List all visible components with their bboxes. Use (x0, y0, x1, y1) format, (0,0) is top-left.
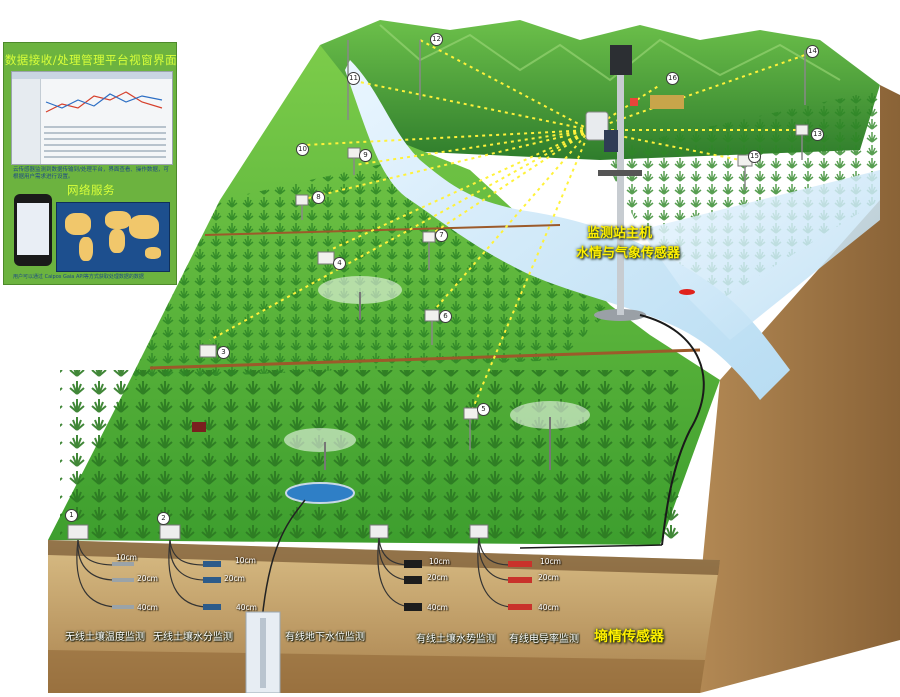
panel-title: 数据接收/处理管理平台视窗界面 (4, 53, 178, 67)
river (345, 60, 790, 400)
node-number: 7 (435, 229, 448, 242)
node-number: 4 (333, 257, 346, 270)
groundwater-well (245, 482, 355, 694)
depth-label: 40cm (538, 603, 559, 612)
node-number: 12 (430, 33, 443, 46)
panel-note: 云传感器监测到数据传输到/处理平台，界面查看、操作数据，可根据用户需求进行设置。 (13, 167, 169, 180)
node-number: 9 (359, 149, 372, 162)
node-number: 1 (65, 509, 78, 522)
node-number: 8 (312, 191, 325, 204)
depth-label: 40cm (427, 603, 448, 612)
depth-label: 20cm (427, 573, 448, 582)
soil-water-potential-label: 有线土壤水势监测 (416, 634, 496, 645)
station-host-label: 监测站主机 (587, 226, 653, 241)
depth-label: 10cm (116, 553, 137, 562)
node-number: 6 (439, 310, 452, 323)
depth-label: 10cm (235, 556, 256, 565)
node-number: 15 (748, 150, 761, 163)
depth-label: 40cm (236, 603, 257, 612)
node-number: 2 (157, 512, 170, 525)
soil-sensors (67, 524, 532, 611)
smartphone-icon (14, 194, 52, 266)
node-number: 3 (217, 346, 230, 359)
depth-label: 20cm (137, 574, 158, 583)
platform-info-panel: 数据接收/处理管理平台视窗界面 云传感器监测到数据传输到/处理平台，界面查看、操… (3, 42, 177, 285)
soil-temperature-label: 无线土壤温度监测 (65, 632, 145, 643)
depth-label: 20cm (224, 574, 245, 583)
platform-screenshot (11, 71, 173, 165)
node-number: 16 (666, 72, 679, 85)
depth-label: 10cm (540, 557, 561, 566)
network-service-title: 网络服务 (67, 183, 115, 197)
soil-moisture-label: 无线土壤水分监测 (153, 632, 233, 643)
api-note: 用户可以通过 Caipos Gaia API等方式获取处理数据的数据 (13, 274, 144, 280)
world-map-icon (56, 202, 170, 272)
station-sensor-label: 水情与气象传感器 (576, 246, 681, 261)
node-number: 11 (347, 72, 360, 85)
depth-label: 10cm (429, 557, 450, 566)
conductivity-label: 有线电导率监测 (509, 634, 579, 645)
wireless-links (209, 39, 806, 416)
depth-label: 40cm (137, 603, 158, 612)
depth-label: 20cm (538, 573, 559, 582)
soil-sensor-title: 墒情传感器 (594, 629, 664, 645)
node-number: 5 (477, 403, 490, 416)
node-number: 13 (811, 128, 824, 141)
node-number: 14 (806, 45, 819, 58)
node-number: 10 (296, 143, 309, 156)
monitoring-station (585, 45, 684, 321)
groundwater-level-label: 有线地下水位监测 (285, 632, 365, 643)
